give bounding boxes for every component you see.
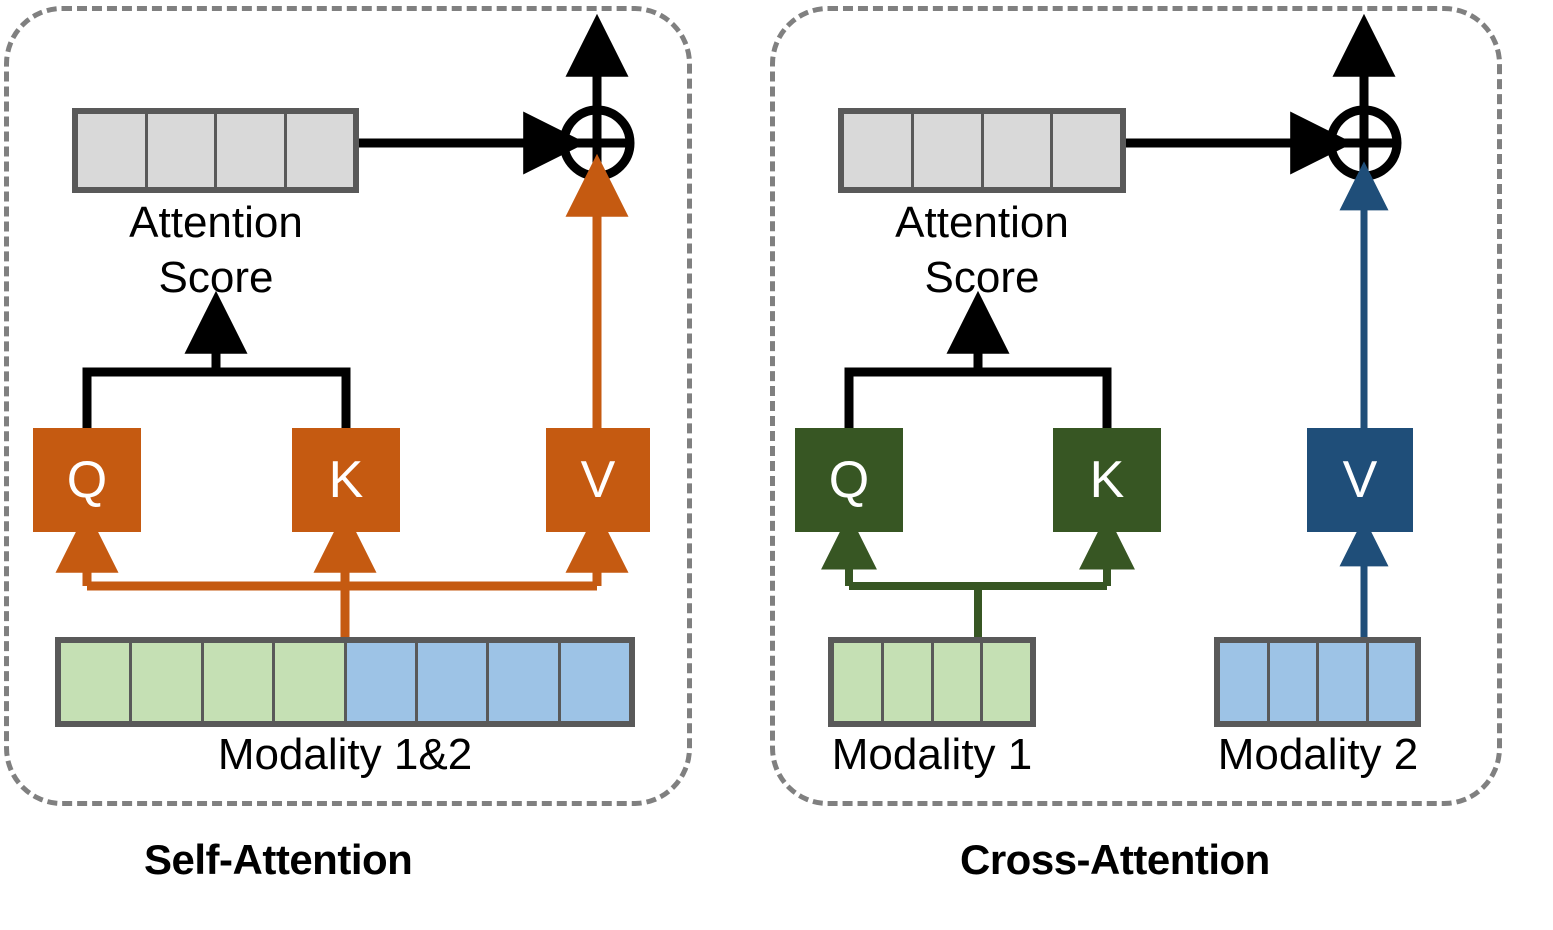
modality-2-label: Modality 2 — [1217, 730, 1419, 779]
modality-cell — [1319, 643, 1369, 721]
modality-cell — [346, 643, 418, 721]
modality-1-strip — [828, 637, 1036, 727]
modality-cell — [203, 643, 276, 721]
modality-cell — [132, 643, 204, 721]
modality-cell — [61, 643, 133, 721]
modality-cell — [1269, 643, 1319, 721]
modality-cell — [560, 643, 629, 721]
modality-cell — [1368, 643, 1415, 721]
modality-cell — [417, 643, 490, 721]
attention-score-label-right: Attention Score — [895, 198, 1069, 302]
modality-cell — [933, 643, 984, 721]
cross-attention-caption: Cross-Attention — [960, 836, 1270, 883]
attention-score-cell — [147, 114, 217, 187]
k-box-right: K — [1053, 428, 1161, 532]
q-box-right: Q — [795, 428, 903, 532]
q-box-left: Q — [33, 428, 141, 532]
attention-score-label-left: Attention Score — [129, 198, 303, 302]
attention-score-strip-left — [72, 108, 359, 193]
attention-score-cell — [1053, 114, 1120, 187]
self-attention-panel — [4, 6, 692, 806]
attention-score-cell — [844, 114, 914, 187]
modality-cell — [489, 643, 561, 721]
self-attention-caption: Self-Attention — [144, 836, 413, 883]
modality-1and2-strip — [55, 637, 635, 727]
modality-cell — [275, 643, 347, 721]
modality-cell — [883, 643, 934, 721]
modality-2-strip — [1214, 637, 1421, 727]
attention-score-cell — [913, 114, 984, 187]
v-box-left: V — [546, 428, 650, 532]
attention-score-cell — [217, 114, 287, 187]
v-box-right: V — [1307, 428, 1413, 532]
attention-score-cell — [78, 114, 148, 187]
modality-cell — [834, 643, 884, 721]
k-box-left: K — [292, 428, 400, 532]
modality-cell — [983, 643, 1030, 721]
attention-score-strip-right — [838, 108, 1126, 193]
modality-1-label: Modality 1 — [831, 730, 1033, 779]
attention-score-cell — [286, 114, 353, 187]
modality-cell — [1220, 643, 1270, 721]
attention-score-cell — [983, 114, 1054, 187]
cross-attention-panel — [770, 6, 1502, 806]
modality-1and2-label: Modality 1&2 — [217, 730, 473, 779]
